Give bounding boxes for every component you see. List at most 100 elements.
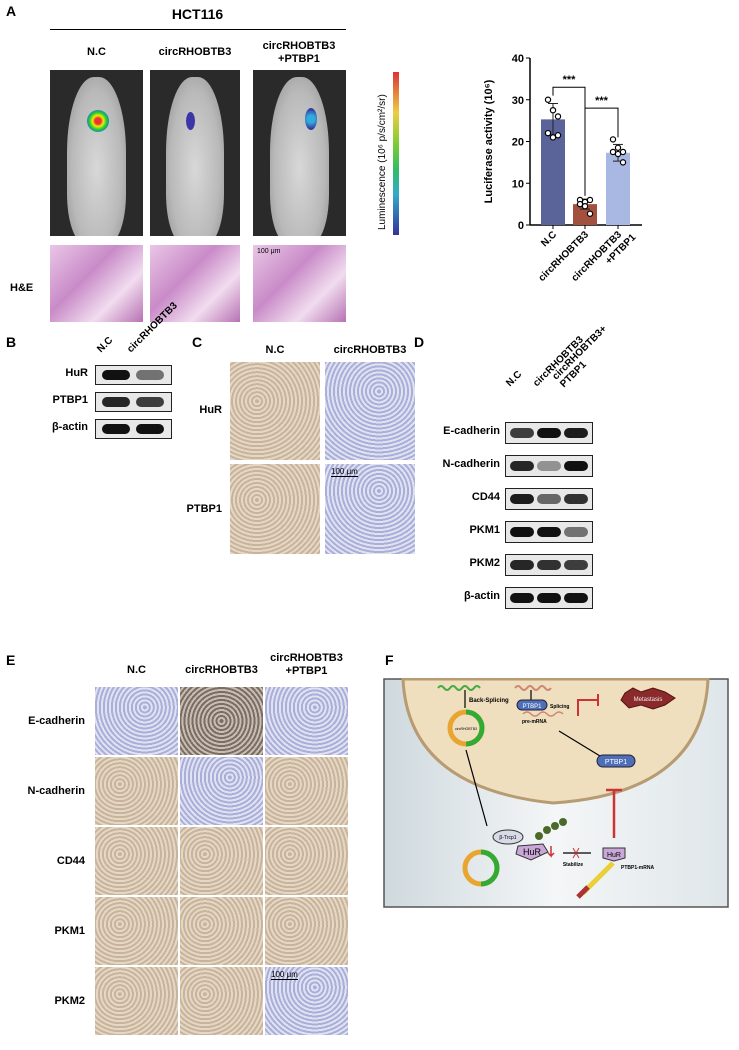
panel-label-a: A: [6, 3, 17, 19]
e-row-label: PKM2: [54, 995, 85, 1007]
y-tick-label: 20: [512, 137, 524, 149]
blot-band: [564, 461, 588, 471]
ihc-image: [265, 897, 348, 965]
ptbp1-label: PTBP1: [605, 759, 627, 766]
b-row-label: HuR: [65, 367, 88, 379]
ivis-image-circ-ptbp1: [253, 70, 346, 236]
mrna-segment: [576, 885, 590, 899]
blot-band: [510, 428, 534, 438]
data-point: [614, 150, 622, 158]
y-axis-label: Luciferase activity (10⁶): [483, 79, 495, 203]
pre-mrna-icon: [522, 711, 564, 717]
ihc-ptbp1-nc: [230, 464, 320, 554]
blot-band: [564, 428, 588, 438]
e-row-label: CD44: [56, 855, 85, 867]
significance-label: ***: [563, 74, 577, 86]
western-blot-PKM2: [505, 554, 593, 576]
ubiquitin-icon: [551, 822, 559, 830]
blot-band: [102, 424, 130, 434]
data-point: [554, 113, 562, 120]
col-header-circ-ptbp1: circRHOBTB3 +PTBP1: [262, 40, 336, 65]
y-tick-label: 30: [512, 95, 524, 107]
b-row-label: β-actin: [51, 421, 88, 433]
ihc-image: [265, 687, 348, 755]
e-col-header: N.C: [127, 664, 146, 676]
data-point: [549, 106, 557, 114]
luminescence-colorbar: [393, 72, 399, 235]
ihc-image: [180, 967, 263, 1035]
b-row-label: PTBP1: [52, 394, 88, 406]
he-image-nc: [50, 245, 143, 322]
western-blot-0: [95, 365, 172, 385]
ivis-image-nc: [50, 70, 143, 236]
western-blot-2: [95, 419, 172, 439]
ihc-image: [265, 757, 348, 825]
ubiquitin-icon: [543, 826, 551, 834]
data-point: [614, 144, 622, 151]
blot-band: [102, 370, 130, 380]
arrow: [465, 749, 488, 827]
blot-band: [510, 461, 534, 471]
blot-band: [136, 424, 164, 434]
data-point: [544, 96, 552, 103]
bar-2: [606, 152, 630, 225]
back-splicing-text: Back-Splicing: [469, 698, 509, 704]
blot-band: [537, 527, 561, 537]
blot-band: [564, 527, 588, 537]
ihc-image: [180, 687, 263, 755]
western-blot-E-cadherin: [505, 422, 593, 444]
circrna-label: circRHOBTB3: [455, 727, 477, 731]
hur-protein-icon: [602, 847, 626, 862]
western-blot-CD44: [505, 488, 593, 510]
col-header-nc: N.C: [87, 46, 106, 58]
ihc-image: [95, 827, 178, 895]
hur-protein-icon: [515, 843, 549, 861]
ihc-image: [95, 967, 178, 1035]
hur-label: HuR: [607, 852, 621, 859]
blot-band: [537, 560, 561, 570]
ubiquitin-icon: [535, 832, 543, 840]
splicing-label: Splicing: [550, 704, 569, 710]
western-blot-1: [95, 392, 172, 412]
hur-label: HuR: [523, 847, 542, 857]
y-tick-label: 10: [512, 178, 524, 190]
e-col-header: circRHOBTB3 +PTBP1: [270, 652, 343, 677]
e-col-header: circRHOBTB3: [185, 664, 258, 676]
scale-bar: 100 μm: [257, 248, 281, 255]
d-row-label: N-cadherin: [442, 458, 500, 470]
ihc-image: [265, 827, 348, 895]
significance-label: ***: [595, 95, 609, 107]
ihc-ptbp1-circ: 100 μm: [325, 464, 415, 554]
ihc-hur-nc: [230, 362, 320, 460]
significance-bracket: [584, 107, 619, 196]
panel-label-b: B: [6, 334, 17, 350]
cell-line-title: HCT116: [171, 6, 224, 22]
ihc-image: [180, 897, 263, 965]
c-col-header-nc: N.C: [265, 344, 285, 356]
metastasis-icon: [620, 687, 676, 710]
blot-band: [564, 494, 588, 504]
gene-dna-icon: [437, 685, 481, 691]
title-divider: [50, 29, 346, 30]
blot-band: [510, 560, 534, 570]
blot-band: [102, 397, 130, 407]
hur-inhibition-bar: [606, 788, 622, 838]
blot-band: [510, 494, 534, 504]
b-lane-label: N.C: [95, 335, 116, 355]
arrow: [558, 730, 601, 757]
d-row-label: PKM1: [469, 524, 500, 536]
d-row-label: CD44: [471, 491, 500, 503]
he-image-circ-ptbp1: 100 μm: [253, 245, 346, 322]
he-image-circ: [150, 245, 240, 322]
bar-1: [573, 204, 597, 225]
blot-band: [564, 593, 588, 603]
y-tick-label: 40: [512, 53, 524, 65]
d-row-label: β-actin: [463, 590, 500, 602]
ihc-image: [180, 827, 263, 895]
scale-bar: 100 μm: [271, 970, 298, 980]
ptbp1-protein-cytoplasm: [596, 754, 636, 768]
blot-band: [537, 593, 561, 603]
ptbp1-label: PTBP1: [522, 704, 542, 710]
col-header-circ: circRHOBTB3: [158, 46, 232, 58]
